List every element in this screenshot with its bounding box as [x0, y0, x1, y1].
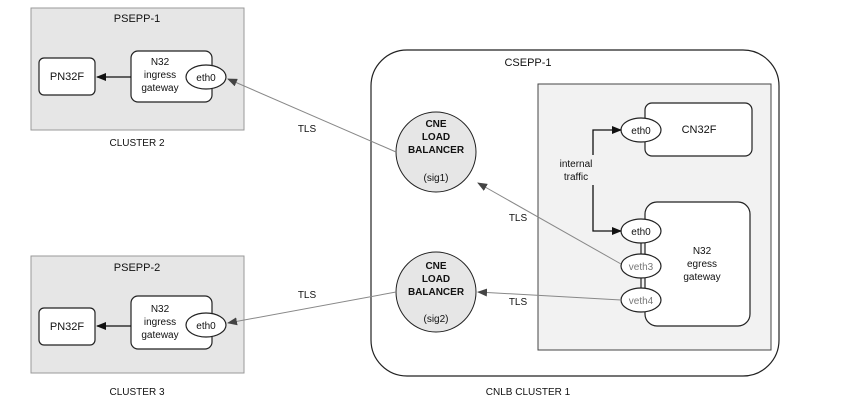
egress-line-3: gateway — [683, 272, 720, 283]
internal-traffic-line-2: traffic — [564, 172, 588, 183]
lb1-sub: (sig1) — [423, 173, 448, 184]
tls-link-veth4-to-lb2 — [477, 288, 622, 301]
lb2-sub: (sig2) — [423, 314, 448, 325]
cnlb-cluster-caption: CNLB CLUSTER 1 — [486, 387, 571, 398]
pn32f-box — [38, 57, 96, 96]
tls-link-veth3-to-lb1 — [477, 182, 622, 265]
psepp-1-title: PSEPP-1 — [114, 13, 160, 25]
egress-line-2: egress — [687, 259, 717, 270]
cluster-2: PSEPP-1 PN32F N32 ingress gateway eth0 C… — [30, 7, 245, 149]
lb1-line-3: BALANCER — [408, 145, 465, 156]
tls-link-lb1-to-cluster2 — [227, 78, 397, 153]
tls-links: TLS TLS TLS TLS — [227, 78, 622, 326]
psepp-2-title: PSEPP-2 — [114, 262, 160, 274]
eth0-label: eth0 — [196, 321, 216, 332]
cluster-3: PSEPP-2 PN32F N32 ingress gateway eth0 C… — [30, 255, 245, 398]
egress-veth4-label: veth4 — [629, 296, 654, 307]
lb1-line-1: CNE — [425, 119, 446, 130]
cn32f-eth0-label: eth0 — [631, 126, 651, 137]
tls-link-lb2-to-cluster3 — [227, 291, 397, 326]
egress-eth0-label: eth0 — [631, 227, 651, 238]
internal-traffic-line-1: internal — [560, 159, 593, 170]
egress-veth3-label: veth3 — [629, 262, 654, 273]
pn32f-label: PN32F — [50, 71, 85, 83]
lb2-line-1: CNE — [425, 261, 446, 272]
lb2-line-3: BALANCER — [408, 287, 465, 298]
pn32f-label: PN32F — [50, 321, 85, 333]
cluster-2-caption: CLUSTER 2 — [109, 138, 164, 149]
eth0-label: eth0 — [196, 73, 216, 84]
egress-line-1: N32 — [693, 246, 712, 257]
csepp-1-title: CSEPP-1 — [504, 57, 551, 69]
ingress-gateway-line-3: gateway — [141, 330, 178, 341]
ingress-gateway-line-1: N32 — [151, 304, 170, 315]
eth0-port — [185, 64, 227, 90]
tls-label-4: TLS — [509, 297, 528, 308]
ingress-gateway-line-2: ingress — [144, 70, 176, 81]
tls-label-2: TLS — [298, 290, 317, 301]
internal-traffic-label-bg — [551, 155, 603, 185]
cluster-3-caption: CLUSTER 3 — [109, 387, 164, 398]
ingress-gateway-line-3: gateway — [141, 83, 178, 94]
lb2-line-2: LOAD — [422, 274, 450, 285]
pn32f-box — [38, 307, 96, 346]
lb1-line-2: LOAD — [422, 132, 450, 143]
ingress-gateway-line-2: ingress — [144, 317, 176, 328]
tls-label-1: TLS — [298, 124, 317, 135]
eth0-port — [185, 312, 227, 338]
tls-label-3: TLS — [509, 213, 528, 224]
cn32f-label: CN32F — [682, 124, 717, 136]
cnlb-cluster-1: CSEPP-1 CNE LOAD BALANCER (sig1) CNE LOA… — [370, 49, 780, 398]
ingress-gateway-line-1: N32 — [151, 57, 170, 68]
